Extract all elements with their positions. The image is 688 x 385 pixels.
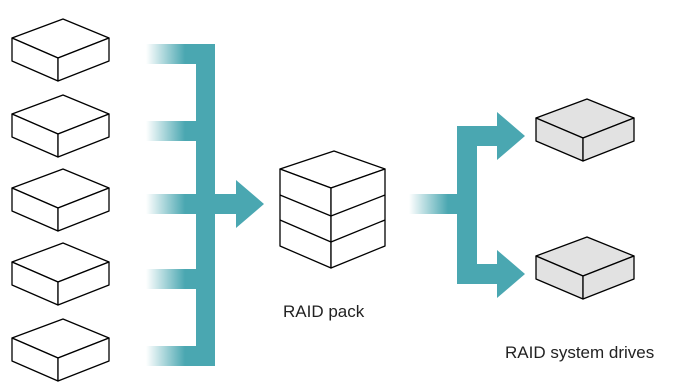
output-bus <box>409 112 525 298</box>
raid-pack-divider-1 <box>279 194 386 217</box>
feed-stub-1 <box>146 44 198 64</box>
arrow-to-drive-1 <box>497 112 525 160</box>
source-disk-2 <box>11 94 110 158</box>
source-disk-3 <box>11 168 110 232</box>
arrow-to-drive-2 <box>497 250 525 298</box>
source-disk-4 <box>11 242 110 306</box>
upper-branch <box>457 126 499 146</box>
input-bus <box>146 44 264 366</box>
raid-pack-divider-2 <box>279 219 386 243</box>
arrow-to-pack <box>214 180 264 228</box>
source-disk-5 <box>11 318 110 382</box>
output-vertical-bar <box>457 126 477 284</box>
raid-pack-label: RAID pack <box>283 302 365 321</box>
feed-stub-4 <box>146 269 198 289</box>
feed-stub-3 <box>146 194 198 214</box>
system-drive-1 <box>535 98 635 162</box>
system-drive-2 <box>535 236 635 300</box>
feed-stub-5 <box>146 346 198 366</box>
output-stub <box>409 194 461 214</box>
system-drives-label: RAID system drives <box>505 343 655 362</box>
lower-branch <box>457 264 499 284</box>
vertical-bus-bar <box>196 44 215 366</box>
feed-stub-2 <box>146 121 198 141</box>
raid-pack <box>279 150 386 269</box>
source-disk-1 <box>11 18 110 82</box>
